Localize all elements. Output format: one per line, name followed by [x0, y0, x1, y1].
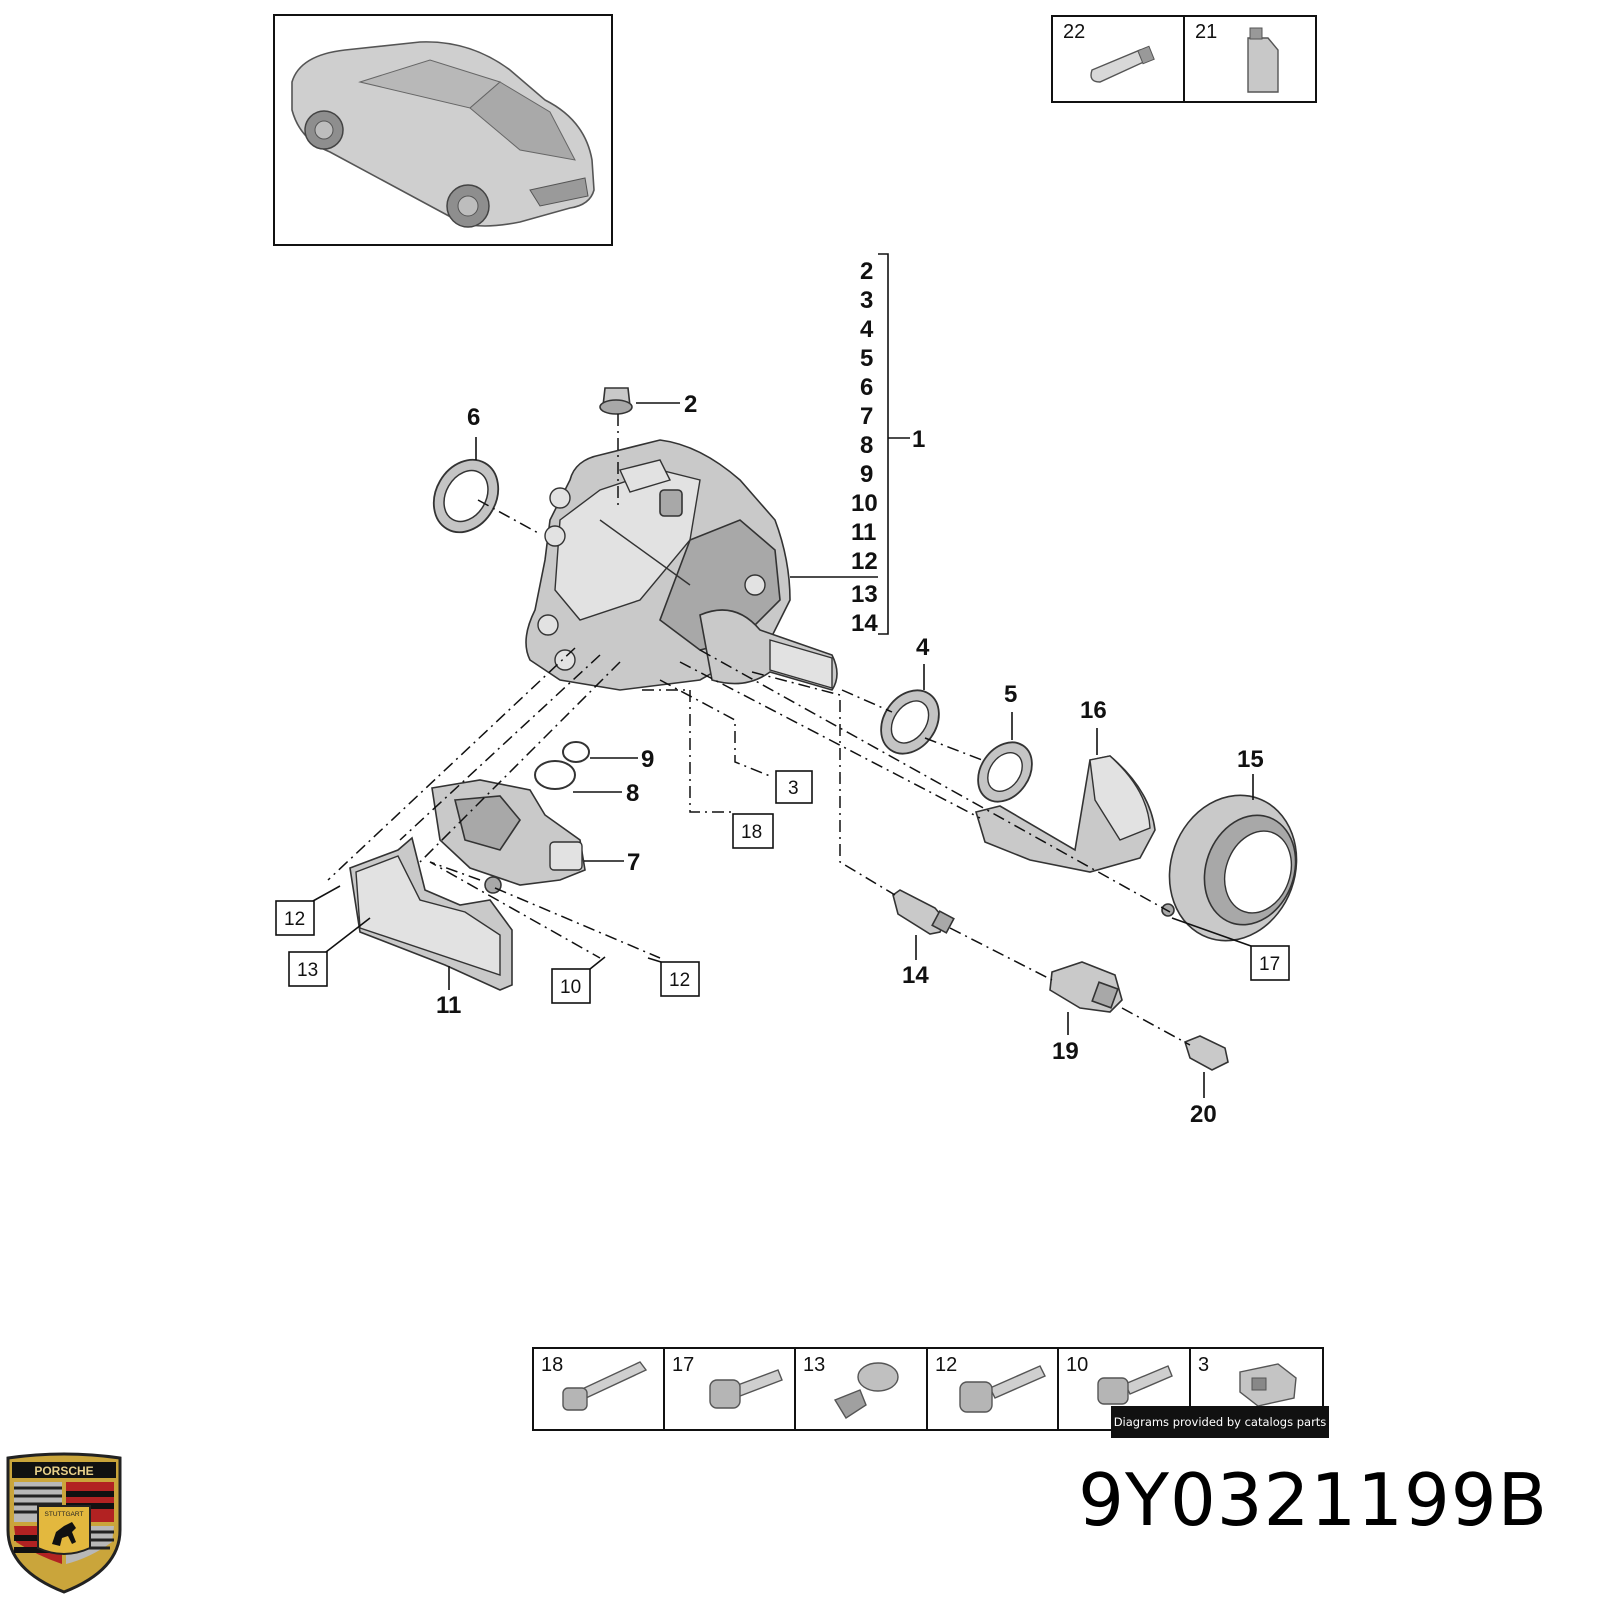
cell-21-label: 21 [1195, 21, 1217, 43]
cell-10-label: 10 [1066, 1354, 1088, 1376]
group-item: 2 [860, 258, 873, 285]
bolt-12-icon [959, 1365, 1046, 1413]
callout-2: 2 [684, 391, 697, 418]
callout-1: 1 [912, 426, 925, 453]
bolt-17-icon [709, 1369, 783, 1409]
o-ring-part-9: 9 [562, 741, 654, 773]
logo-brand-text: PORSCHE [34, 1464, 93, 1478]
boxed-callouts: 3 18 12 13 10 12 17 [275, 770, 1290, 1004]
callout-8: 8 [626, 780, 639, 807]
callout-4: 4 [916, 634, 930, 661]
group-item: 9 [860, 461, 873, 488]
transfer-case-housing [525, 439, 838, 691]
bolt-part-20: 20 [1184, 1035, 1229, 1128]
cell-22-label: 22 [1063, 21, 1085, 43]
vehicle-thumbnail [273, 14, 613, 246]
plug-part-2: 2 [599, 387, 697, 505]
cell-18-label: 18 [541, 1354, 563, 1376]
bolt-18-icon [562, 1361, 648, 1411]
cell-13-label: 13 [803, 1354, 825, 1376]
porsche-crest-logo: PORSCHE STUTTGART [6, 1452, 122, 1594]
group-bracket-list: 2 3 4 5 6 7 8 9 10 11 12 13 14 1 [851, 253, 925, 637]
boxed-callout-10: 10 [560, 977, 581, 998]
horse-icon [52, 1522, 76, 1546]
group-item: 4 [860, 316, 874, 343]
bolt-10-icon [1097, 1365, 1173, 1405]
boxed-callout-12b: 12 [669, 970, 690, 991]
boxed-callout-13: 13 [297, 960, 318, 981]
group-item: 3 [860, 287, 873, 314]
callout-7: 7 [627, 849, 640, 876]
group-item: 8 [860, 432, 873, 459]
seal-part-5: 5 [924, 681, 1033, 803]
group-item: 13 [851, 581, 878, 608]
part-number: 9Y0321199B [1078, 1458, 1548, 1542]
group-item: 10 [851, 490, 878, 517]
callout-16: 16 [1080, 697, 1107, 724]
callout-11: 11 [436, 992, 461, 1019]
o-ring-part-8: 8 [534, 760, 639, 807]
flange-part-15: 15 [1161, 746, 1298, 942]
logo-city-text: STUTTGART [45, 1511, 84, 1518]
nut-3-icon [1239, 1363, 1297, 1407]
group-item: 5 [860, 345, 873, 372]
callout-9: 9 [641, 746, 654, 773]
consumables-table: 22 21 [1051, 15, 1317, 103]
cover-plate-part-11: 11 [349, 836, 513, 1019]
group-item: 6 [860, 374, 873, 401]
group-item: 7 [860, 403, 873, 430]
callout-15: 15 [1237, 746, 1264, 773]
actuator-part-7: 7 [431, 779, 640, 894]
oil-bottle-icon [1247, 27, 1279, 93]
boxed-callout-17: 17 [1259, 954, 1280, 975]
cell-12-label: 12 [935, 1354, 957, 1376]
leader-lines [327, 576, 1191, 1046]
cell-17-label: 17 [672, 1354, 694, 1376]
boxed-callout-12: 12 [284, 909, 305, 930]
sensor-part-14: 14 [892, 889, 955, 989]
connector-part-19: 19 [1049, 961, 1123, 1065]
callout-5: 5 [1004, 681, 1017, 708]
heat-shield-part-16: 16 [974, 697, 1156, 873]
callout-14: 14 [902, 962, 929, 989]
boxed-callout-3: 3 [788, 778, 799, 799]
group-item: 14 [851, 610, 878, 637]
group-item: 11 [851, 519, 876, 546]
seal-part-4: 4 [841, 634, 940, 755]
cell-3-label: 3 [1198, 1354, 1209, 1376]
grease-tube-icon [1090, 45, 1155, 83]
seal-part-6: 6 [432, 404, 541, 535]
plug-13-icon [833, 1362, 899, 1419]
callout-6: 6 [467, 404, 480, 431]
vehicle-body [291, 41, 595, 227]
boxed-callout-18: 18 [741, 822, 762, 843]
callout-20: 20 [1190, 1101, 1217, 1128]
group-item: 12 [851, 548, 878, 575]
callout-19: 19 [1052, 1038, 1079, 1065]
diagram-credit-badge: Diagrams provided by catalogs parts [1111, 1406, 1329, 1438]
